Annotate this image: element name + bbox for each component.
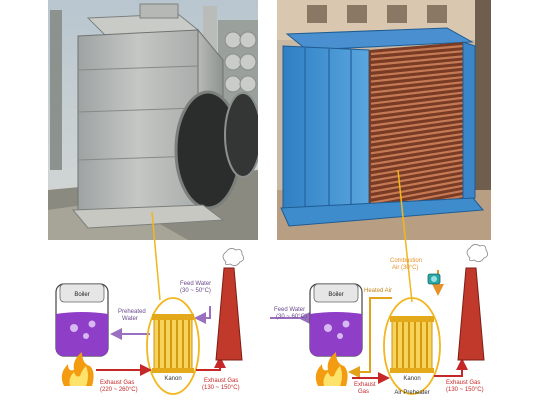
svg-text:(220 ~ 260°C): (220 ~ 260°C) xyxy=(100,387,138,393)
boiler-label-left: Boiler xyxy=(74,292,89,298)
svg-text:(130 ~ 150°C): (130 ~ 150°C) xyxy=(446,387,484,393)
brand-left: Kanon xyxy=(164,376,181,382)
air-preheater-photo xyxy=(277,0,491,240)
boiler-left: Boiler xyxy=(55,283,109,357)
exhaust-in-label-left: Exhaust Gas xyxy=(100,380,134,386)
boiler-label-right: Boiler xyxy=(328,292,343,298)
svg-text:Air (30°C): Air (30°C) xyxy=(392,265,418,271)
brand-right: Kanon xyxy=(403,376,420,382)
svg-text:(30 ~ 60°C): (30 ~ 60°C) xyxy=(276,314,307,320)
preheated-water-label: Preheated xyxy=(118,309,146,315)
right-diagram: Feed Water (30 ~ 60°C) Boiler Heated Air… xyxy=(270,244,488,396)
svg-text:Water: Water xyxy=(122,316,138,322)
economizer-unit: Kanon xyxy=(146,297,200,395)
air-preheater-unit: Kanon Air Preheater xyxy=(383,297,441,396)
svg-text:(130 ~ 150°C): (130 ~ 150°C) xyxy=(202,385,240,391)
feed-water-label-left: Feed Water xyxy=(180,281,211,287)
chimney-left xyxy=(215,248,244,361)
left-diagram: Boiler Preheated Water Feed Water (30 ~ … xyxy=(55,248,244,395)
boiler-right: Boiler xyxy=(309,283,363,357)
combustion-air-label: Combustion xyxy=(390,258,422,264)
callout-line-right xyxy=(397,169,413,303)
callout-line-left xyxy=(151,211,161,301)
exhaust-in-label-right: Exhaust xyxy=(354,382,376,388)
unit-name-label: Air Preheater xyxy=(394,390,429,396)
flame-icon-left xyxy=(61,352,94,386)
exhaust-out-label-left: Exhaust Gas xyxy=(204,378,238,384)
chimney-right xyxy=(457,244,488,361)
heated-air-label: Heated Air xyxy=(364,288,392,294)
svg-text:(30 ~ 50°C): (30 ~ 50°C) xyxy=(180,288,211,294)
svg-text:Gas: Gas xyxy=(358,389,369,395)
exhaust-out-label-right: Exhaust Gas xyxy=(446,380,480,386)
fan-icon xyxy=(427,273,441,285)
feed-water-label-right: Feed Water xyxy=(274,307,305,313)
flame-icon-right xyxy=(315,352,348,386)
